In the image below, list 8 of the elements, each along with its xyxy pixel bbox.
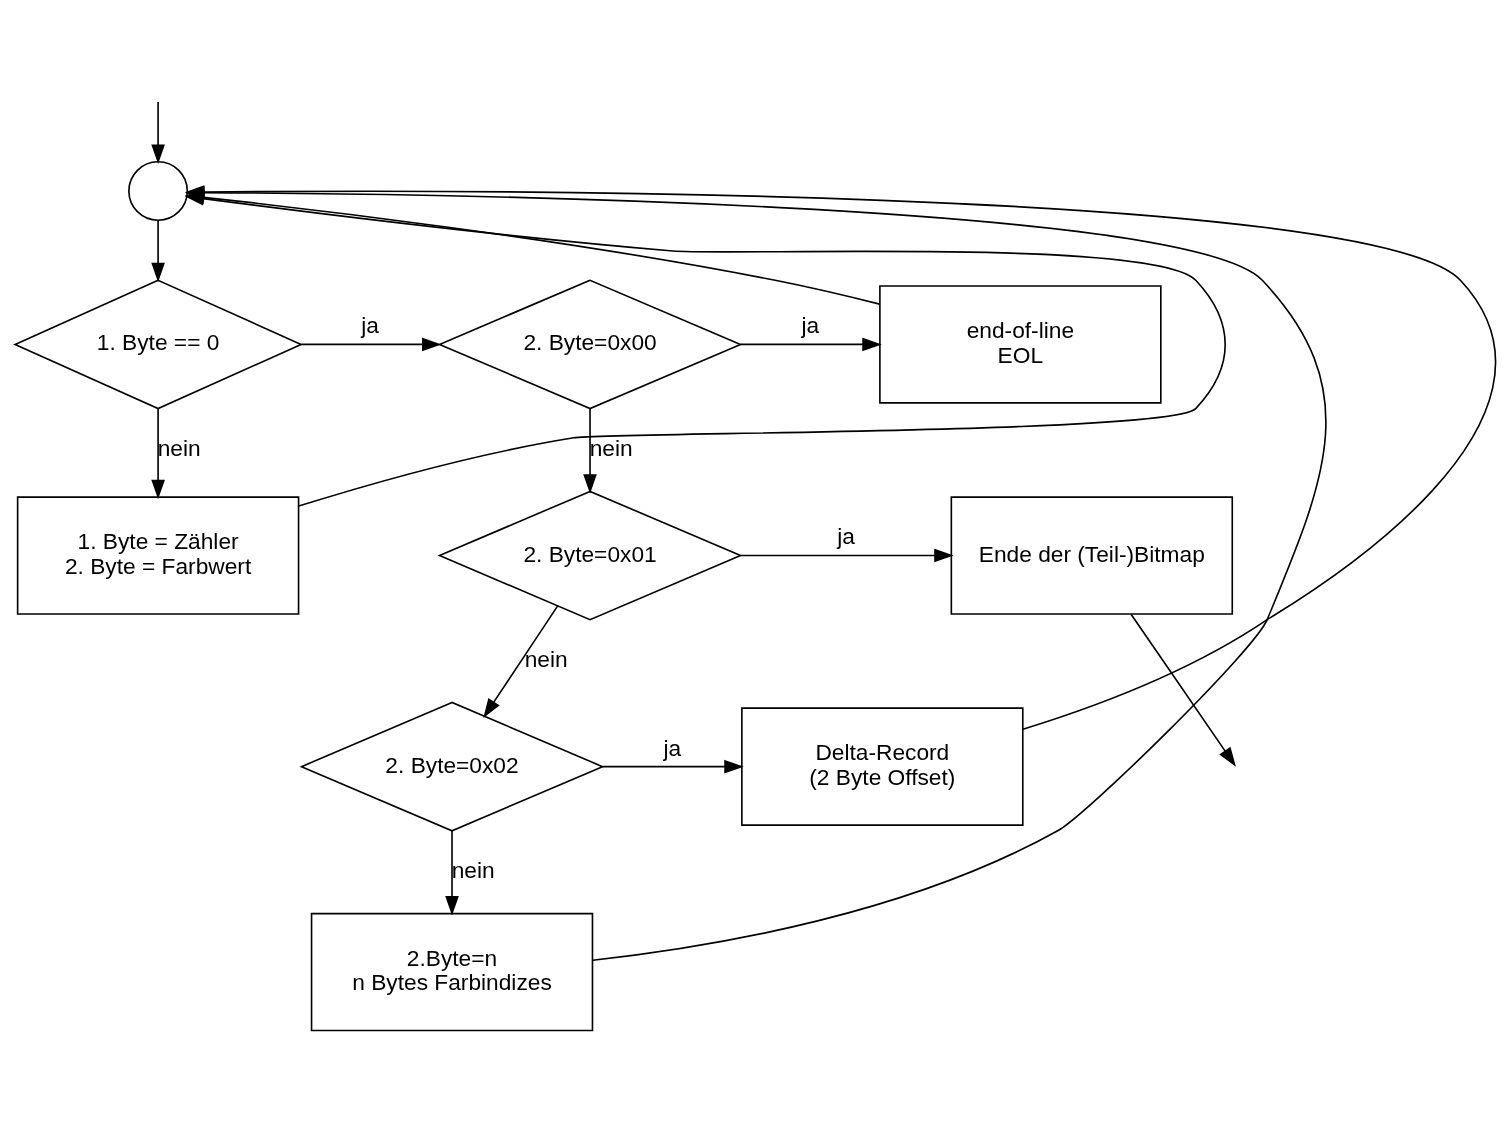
edge-label: ja	[361, 312, 380, 339]
edge-label: ja	[837, 523, 855, 550]
edge-label: nein	[589, 434, 633, 461]
edge-label: nein	[451, 857, 495, 884]
edge-label: nein	[157, 434, 201, 461]
edge-label: nein	[524, 646, 568, 673]
edge-label: ja	[663, 734, 682, 761]
edge-label: ja	[801, 312, 820, 339]
